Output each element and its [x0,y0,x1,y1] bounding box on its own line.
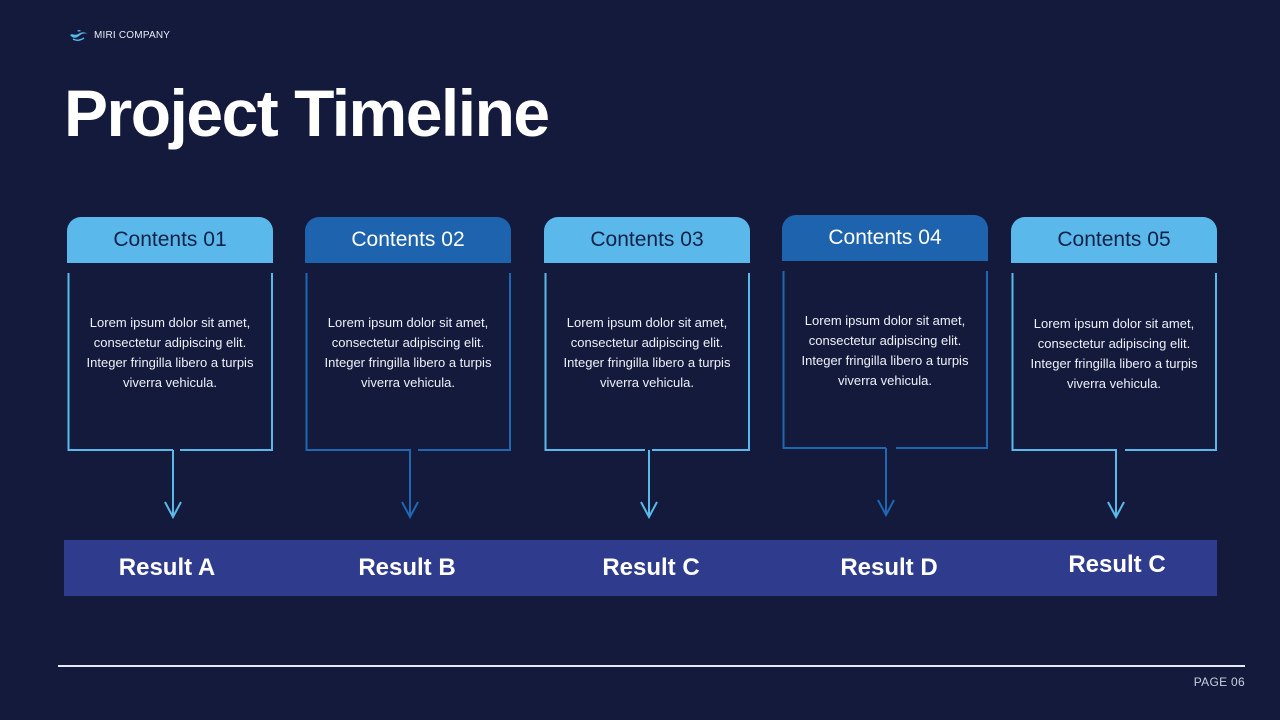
step-description: Lorem ipsum dolor sit amet, consectetur … [801,313,969,388]
timeline-step-3: Contents 03 Lorem ipsum dolor sit amet, … [544,217,750,527]
timeline-step-5: Contents 05 Lorem ipsum dolor sit amet, … [1011,217,1217,527]
page-number: PAGE 06 [1193,675,1245,689]
step-frame-arrow [1011,273,1217,520]
step-description: Lorem ipsum dolor sit amet, consectetur … [1030,316,1198,391]
brand-name: MIRI COMPANY [94,29,171,41]
brand: MIRI COMPANY [69,28,170,42]
result-label-5: Result C [1068,551,1166,578]
result-label-1: Result A [118,554,216,581]
step-tab: Contents 03 [544,217,750,263]
step-tab: Contents 05 [1011,217,1217,263]
timeline-step-1: Contents 01 Lorem ipsum dolor sit amet, … [67,217,273,527]
step-description: Lorem ipsum dolor sit amet, consectetur … [324,315,492,390]
page-title: Project Timeline [64,76,550,150]
step-tab: Contents 02 [305,217,511,263]
result-label-4: Result D [840,554,938,581]
step-frame-arrow [544,273,750,520]
result-label-3: Result C [602,554,700,581]
result-label-2: Result B [358,554,456,581]
timeline-step-2: Contents 02 Lorem ipsum dolor sit amet, … [305,217,511,527]
step-description: Lorem ipsum dolor sit amet, consectetur … [86,315,254,390]
step-description: Lorem ipsum dolor sit amet, consectetur … [563,315,731,390]
wave-bird-logo-icon [70,30,88,41]
step-frame-arrow [305,273,511,520]
step-tab: Contents 04 [782,215,988,261]
results-bar [64,540,1217,596]
step-frame-arrow [67,273,273,520]
step-frame-arrow [782,271,988,518]
step-tab: Contents 01 [67,217,273,263]
timeline-step-4: Contents 04 Lorem ipsum dolor sit amet, … [782,215,988,525]
footer-divider [58,665,1245,667]
